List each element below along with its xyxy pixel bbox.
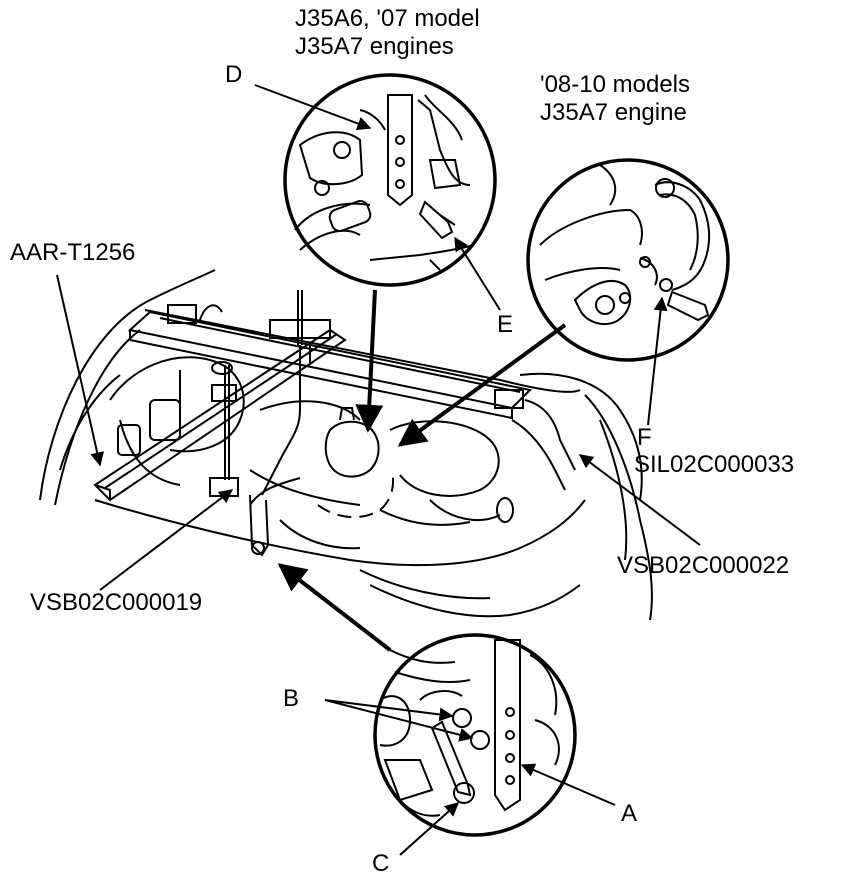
callout-label-e: E bbox=[497, 311, 514, 338]
leader-lines bbox=[56, 84, 701, 856]
callout-label-d: D bbox=[225, 61, 243, 88]
callout-label-b: B bbox=[283, 685, 300, 712]
part-number-vsb02c000019: VSB02C000019 bbox=[30, 589, 203, 616]
engine-bay-illustration bbox=[39, 269, 653, 621]
part-number-vsb02c000022: VSB02C000022 bbox=[617, 552, 790, 579]
inset-right-title-line2: J35A7 engine bbox=[540, 99, 687, 126]
inset-top-circle bbox=[283, 73, 497, 287]
inset-right-circle bbox=[526, 158, 730, 362]
inset-bottom-circle bbox=[373, 633, 577, 837]
inset-top-title-line1: J35A6, '07 model bbox=[295, 5, 480, 32]
callout-label-f: F bbox=[637, 424, 652, 451]
inset-right-title-line1: '08-10 models bbox=[540, 71, 690, 98]
callout-label-a: A bbox=[621, 800, 638, 827]
part-number-sil02c000033: SIL02C000033 bbox=[634, 451, 795, 478]
callout-label-c: C bbox=[372, 850, 390, 877]
inset-top-title-line2: J35A7 engines bbox=[295, 33, 454, 60]
tool-number-aar-t1256: AAR-T1256 bbox=[10, 239, 136, 266]
